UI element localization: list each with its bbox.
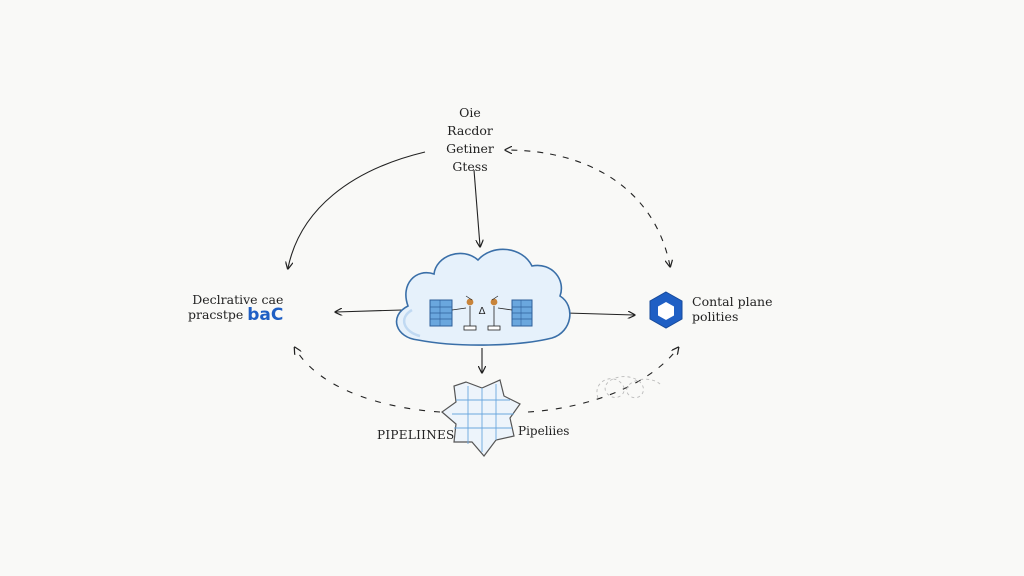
arrow-bottom-right-dashed: [527, 348, 678, 413]
left-node-label-line-2: pracstpe baC: [188, 305, 284, 325]
bottom-node-left-label: PIPELIINES: [377, 428, 455, 442]
left-node-label-line-2-text: pracstpe: [188, 307, 244, 322]
right-node-label-line-1: Contal plane: [692, 294, 773, 309]
arrow-top-to-cloud: [473, 169, 480, 246]
scribble-decoration: [596, 376, 663, 399]
arrow-bottom-left-dashed: [295, 348, 441, 413]
arrow-cloud-to-left: [336, 310, 403, 312]
right-node-label: Contal plane polities: [692, 294, 773, 324]
cloud-icon: Δ: [395, 248, 571, 346]
right-node-label-line-2: polities: [692, 309, 739, 324]
arrow-cloud-to-right: [565, 313, 634, 315]
top-node-label-line-2: Racdor: [447, 123, 493, 138]
top-node-label-line-3: Getiner: [446, 141, 494, 156]
arrow-top-to-left: [288, 151, 426, 268]
left-node-label: Declrative cae pracstpe baC: [188, 292, 284, 325]
bottom-node-right-label: Pipeliies: [518, 424, 570, 438]
server-icon-right: [511, 299, 533, 327]
grid-badge-icon: [441, 379, 521, 457]
top-node-label: Oie Racdor Getiner Gtess: [420, 104, 520, 176]
hexagon-icon: [649, 291, 683, 329]
top-node-label-line-1: Oie: [459, 105, 481, 120]
arrow-top-right-dashed: [506, 150, 670, 266]
node-dot-left: [466, 298, 474, 306]
cloud-center-glyph: Δ: [479, 306, 486, 317]
top-node-label-line-4: Gtess: [452, 159, 488, 174]
server-icon-left: [429, 299, 453, 327]
left-node-accent-text: baC: [247, 305, 284, 325]
node-dot-right: [490, 298, 498, 306]
left-node-label-line-1: Declrative cae: [192, 292, 284, 307]
